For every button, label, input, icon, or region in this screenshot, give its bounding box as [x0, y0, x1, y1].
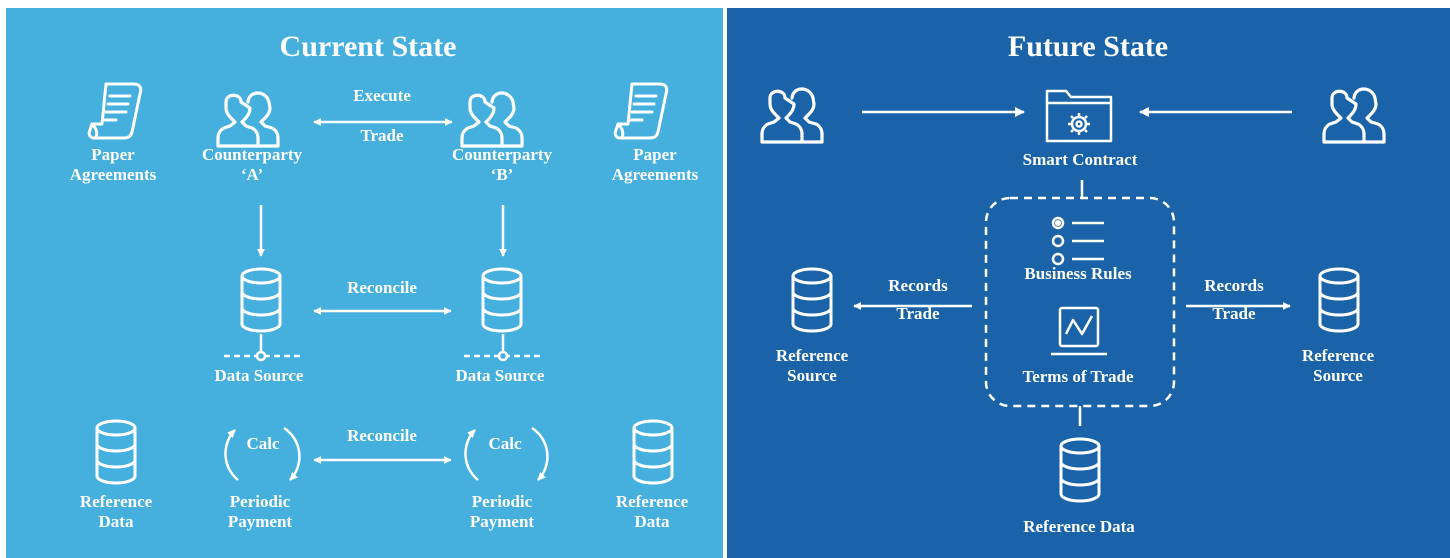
paper-agreements-label: Paper Agreements — [70, 145, 157, 186]
counterparty-b-label: Counterparty ‘B’ — [452, 145, 552, 186]
label-line: Payment — [469, 512, 535, 532]
database-icon — [1059, 437, 1101, 503]
label-line: Records — [1204, 276, 1264, 295]
label-line: Records — [888, 276, 948, 295]
label-line: Data — [98, 512, 134, 532]
terms-of-trade-label: Terms of Trade — [1022, 367, 1134, 386]
database-icon — [240, 267, 282, 333]
label-line: Source — [787, 366, 837, 386]
current-state-title: Current State — [279, 30, 457, 63]
cycle-arrows-icon — [464, 426, 549, 481]
paper-icon — [87, 82, 143, 140]
label-line: Trade — [896, 304, 940, 324]
paper-agreements-label: Paper Agreements — [612, 145, 699, 186]
label-line: Reference — [1301, 346, 1375, 365]
label-line: Data — [634, 512, 670, 532]
reference-source-label: Reference Source — [776, 346, 848, 387]
people-icon — [460, 91, 524, 148]
cycle-arrows-icon — [224, 426, 301, 481]
label-line: Counterparty — [451, 145, 553, 164]
label-line: ‘A’ — [240, 165, 264, 185]
people-icon — [760, 87, 824, 144]
label-line: Payment — [227, 512, 293, 532]
calc-label: Calc — [246, 434, 280, 453]
label-line: Source — [1313, 366, 1363, 386]
data-source-label: Data Source — [455, 366, 545, 385]
database-icon — [1318, 267, 1360, 333]
monitor-chart-icon — [1051, 306, 1107, 356]
label-line: ‘B’ — [490, 165, 514, 185]
business-rules-label: Business Rules — [1024, 264, 1132, 283]
paper-icon — [613, 82, 669, 140]
label-line: Reference — [79, 492, 153, 511]
contract-boundary — [984, 196, 1176, 408]
label-line: Counterparty — [201, 145, 303, 164]
data-source-label: Data Source — [214, 366, 304, 385]
label-line: Periodic — [229, 492, 291, 511]
periodic-payment-label: Periodic Payment — [470, 492, 534, 533]
periodic-payment-label: Periodic Payment — [228, 492, 292, 533]
label-line: Reference — [775, 346, 849, 365]
label-line: Trade — [1212, 304, 1256, 324]
list-icon — [1051, 216, 1104, 266]
database-icon — [791, 267, 833, 333]
reconcile-label: Reconcile — [347, 278, 417, 297]
smart-contract-label: Smart Contract — [1022, 150, 1138, 169]
database-icon — [95, 419, 137, 485]
folder-gear-icon — [1045, 89, 1113, 143]
database-icon — [632, 419, 674, 485]
label-line: Agreements — [69, 165, 157, 185]
reference-data-label: Reference Data — [616, 492, 688, 533]
label-line: Periodic — [471, 492, 533, 511]
label-line: Paper — [91, 145, 135, 164]
reference-source-label: Reference Source — [1302, 346, 1374, 387]
database-icon — [481, 267, 523, 333]
people-icon — [216, 91, 280, 148]
counterparty-a-label: Counterparty ‘A’ — [202, 145, 302, 186]
label-line: Reference — [615, 492, 689, 511]
records-trade-label: Records Trade — [1204, 276, 1263, 325]
records-trade-label: Records Trade — [888, 276, 947, 325]
reconcile-label: Reconcile — [347, 426, 417, 445]
data-source-connector — [224, 334, 544, 362]
trade-label: Trade — [360, 126, 404, 145]
reference-data-label: Reference Data — [1023, 517, 1135, 536]
future-state-title: Future State — [1007, 30, 1169, 63]
label-line: Paper — [633, 145, 677, 164]
people-icon — [1322, 87, 1386, 144]
calc-label: Calc — [488, 434, 522, 453]
reference-data-label: Reference Data — [80, 492, 152, 533]
label-line: Agreements — [611, 165, 699, 185]
execute-label: Execute — [353, 86, 411, 105]
